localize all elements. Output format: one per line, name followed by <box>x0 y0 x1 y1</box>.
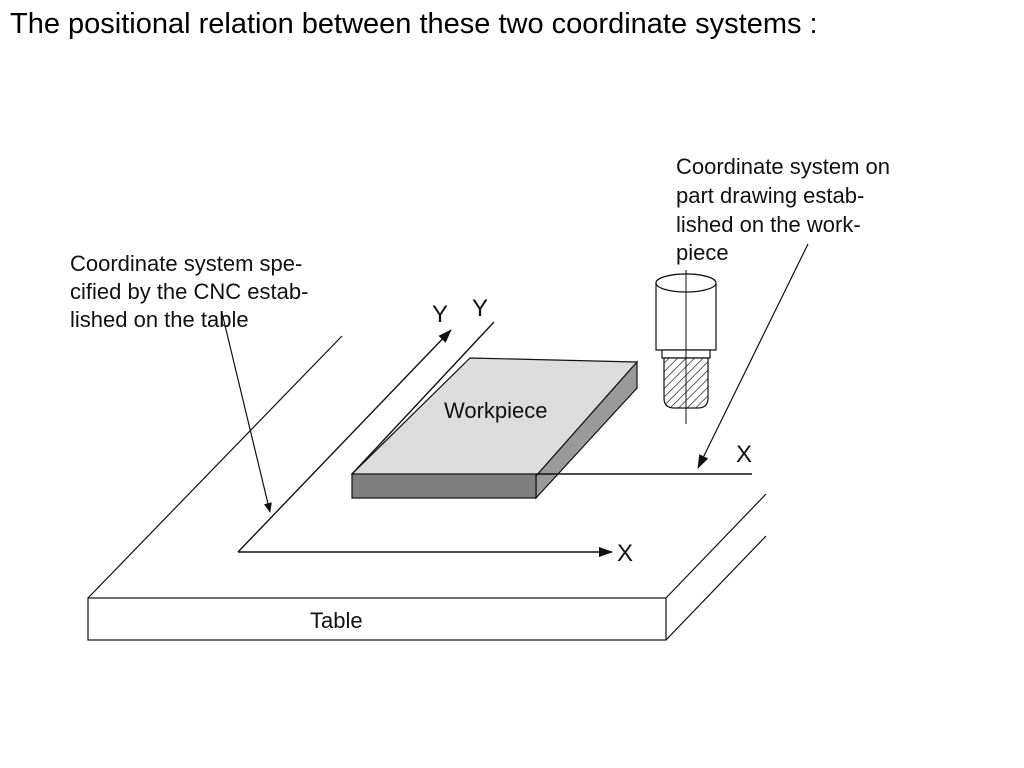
table-front-face <box>87 597 667 641</box>
workpiece: Workpiece <box>350 357 639 500</box>
callout-table-leader <box>221 312 272 513</box>
table-back-left-edge <box>87 335 343 599</box>
table-coordinate-system: Y X <box>237 301 633 567</box>
callout-table-line-3: lished on the table <box>70 307 249 332</box>
workpiece-label: Workpiece <box>444 398 548 423</box>
callout-table-line-2: cified by the CNC estab- <box>70 279 308 304</box>
table-x-label: X <box>617 540 633 567</box>
callout-part-line-2: part drawing estab- <box>676 183 864 208</box>
table-y-label: Y <box>432 301 448 328</box>
table-label: Table <box>310 608 363 633</box>
slide-title: The positional relation between these tw… <box>10 8 818 40</box>
cutting-tool <box>655 270 717 424</box>
table-right-top-edge <box>665 493 767 599</box>
callout-part-line-1: Coordinate system on <box>676 154 890 179</box>
callout-part-leader <box>697 243 809 469</box>
table-y-axis <box>237 329 452 553</box>
callout-part-coordinate-system: Coordinate system on part drawing estab-… <box>676 154 890 469</box>
callout-table-coordinate-system: Coordinate system spe- cified by the CNC… <box>70 251 308 513</box>
callout-part-line-4: piece <box>676 240 729 265</box>
work-y-axis <box>351 321 495 475</box>
table-right-bottom-edge <box>665 535 767 641</box>
workpiece-coordinate-system: Y X <box>351 295 752 475</box>
work-y-label: Y <box>472 295 488 322</box>
table: Table <box>87 335 767 641</box>
callout-table-line-1: Coordinate system spe- <box>70 251 302 276</box>
workpiece-front-face <box>351 473 537 499</box>
callout-part-line-3: lished on the work- <box>676 212 861 237</box>
work-x-label: X <box>736 441 752 468</box>
